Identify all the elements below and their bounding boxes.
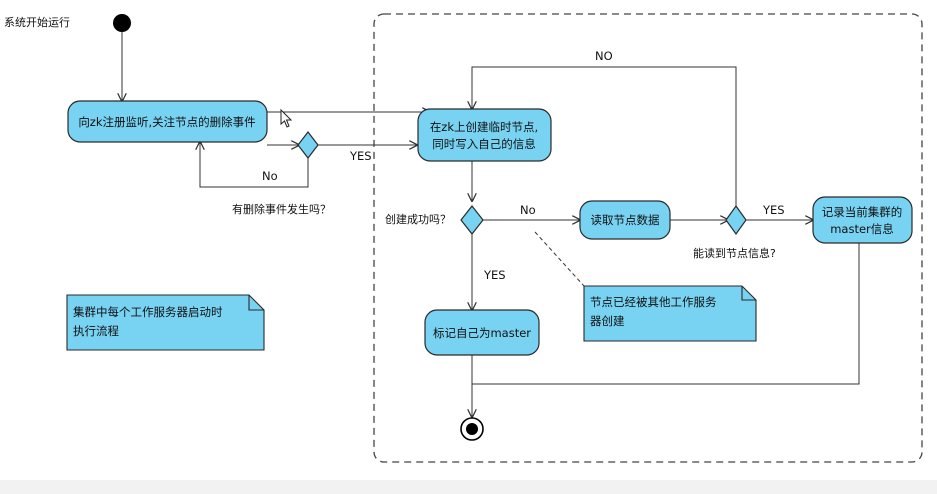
bottom-strip — [0, 480, 937, 494]
note-node-created-fold — [741, 286, 756, 301]
action-create-node-label-1: 在zk上创建临时节点, — [430, 120, 538, 134]
guard-read-yes: YES — [762, 203, 785, 217]
guard-create-yes: YES — [483, 268, 506, 282]
note-process — [66, 294, 265, 351]
edge-delete-no-loop — [200, 142, 309, 188]
guard-create-no: No — [520, 203, 536, 217]
question-create-success: 创建成功吗？ — [385, 212, 451, 226]
start-caption: 系统开始运行 — [4, 15, 70, 29]
question-delete-event: 有删除事件发生吗？ — [232, 202, 331, 216]
system-boundary — [373, 13, 923, 463]
note-node-created-text-2: 器创建 — [590, 314, 625, 328]
action-record-master-label-2: master信息 — [830, 222, 894, 236]
action-create-node-label-2: 同时写入自己的信息 — [432, 137, 536, 151]
note-process-fold — [248, 295, 264, 311]
action-mark-master — [424, 309, 540, 356]
note-process-text-1: 集群中每个工作服务器启动时 — [73, 305, 223, 319]
action-register-watch-label: 向zk注册监听,关注节点的删除事件 — [78, 115, 255, 129]
start-node — [113, 14, 131, 32]
guard-delete-no: No — [262, 169, 278, 183]
note-anchor-line — [534, 231, 585, 287]
edge-record-to-end — [472, 243, 860, 385]
note-node-created-text-1: 节点已经被其他工作服务 — [590, 295, 717, 309]
action-read-node — [579, 200, 671, 240]
guard-delete-yes: YES — [349, 149, 372, 163]
mouse-cursor-icon — [280, 108, 293, 128]
note-process-text-2: 执行流程 — [73, 324, 119, 338]
action-read-node-label: 读取节点数据 — [591, 213, 660, 227]
action-create-node — [417, 108, 552, 162]
action-mark-master-label: 标记自己为master — [433, 326, 531, 340]
action-record-master-label-1: 记录当前集群的 — [822, 205, 903, 219]
decision-create-success — [460, 205, 484, 235]
question-read-success: 能读到节点信息? — [693, 246, 776, 260]
end-node-inner — [466, 423, 478, 435]
guard-read-no: NO — [595, 49, 613, 63]
decision-read-success — [725, 204, 747, 236]
note-node-created — [583, 285, 757, 342]
decision-delete-event — [297, 131, 319, 159]
action-record-master — [812, 196, 913, 244]
edge-read-no-loop — [472, 66, 737, 208]
action-register-watch — [67, 100, 268, 143]
